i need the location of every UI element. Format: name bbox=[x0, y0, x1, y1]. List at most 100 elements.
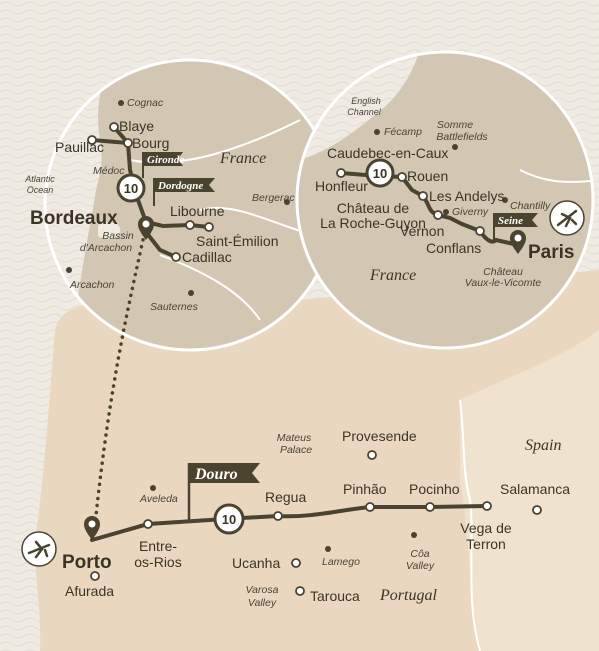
stop-marker-afurada[interactable] bbox=[90, 571, 100, 581]
poi-label-sauternes: Sauternes bbox=[150, 301, 199, 313]
poi-dot-lamego bbox=[325, 546, 331, 552]
stop-marker-libourne[interactable] bbox=[185, 220, 195, 230]
stop-label-regua: Regua bbox=[265, 489, 306, 505]
stop-marker-vega-de-terron[interactable] bbox=[482, 501, 492, 511]
stop-label-honfleur: Honfleur bbox=[315, 178, 368, 194]
pin-paris[interactable] bbox=[510, 230, 526, 254]
stop-marker-saint-emilion[interactable] bbox=[204, 222, 214, 232]
route-badge-seine: 10 bbox=[365, 158, 395, 188]
transfer-line bbox=[93, 224, 148, 527]
stop-label-cadillac: Cadillac bbox=[182, 249, 232, 265]
poi-label-arcachon: Arcachon bbox=[69, 279, 115, 291]
stop-label-les-andelys: Les Andelys bbox=[429, 188, 505, 204]
iberia-land bbox=[35, 270, 599, 651]
stop-label-vega-de: Vega de bbox=[460, 520, 512, 536]
poi-dot-giverny bbox=[443, 209, 449, 215]
stop-label-provesende: Provesende bbox=[342, 428, 417, 444]
stop-label-terron: Terron bbox=[466, 536, 506, 552]
stop-marker-pauillac[interactable] bbox=[87, 135, 97, 145]
poi-dot-sauternes bbox=[188, 290, 194, 296]
stop-label-entre: Entre- bbox=[139, 538, 177, 554]
poi-label-chantilly: Chantilly bbox=[510, 200, 551, 212]
stop-label-saint-emilion: Saint-Émilion bbox=[196, 233, 278, 249]
poi-dot-bergerac bbox=[284, 199, 290, 205]
poi-label-somme: Somme bbox=[437, 119, 473, 131]
poi-label-chateau: Château bbox=[483, 266, 523, 278]
poi-label-coa: Côa bbox=[410, 548, 429, 560]
stop-marker-ucanha[interactable] bbox=[291, 558, 301, 568]
stop-label-rouen: Rouen bbox=[407, 168, 448, 184]
stop-label-pauillac: Pauillac bbox=[55, 139, 104, 155]
river-label-gironde: Gironde bbox=[147, 154, 184, 166]
sea-label-channel: Channel bbox=[347, 107, 382, 117]
stop-label-libourne: Libourne bbox=[170, 203, 225, 219]
stop-label-afurada: Afurada bbox=[65, 583, 114, 599]
poi-label-mateus: Mateus bbox=[277, 432, 312, 444]
stop-label-salamanca: Salamanca bbox=[500, 481, 570, 497]
flag-gironde bbox=[142, 152, 183, 178]
river-label-douro: Douro bbox=[194, 466, 238, 483]
poi-label-battlefields: Battlefields bbox=[436, 131, 488, 143]
stop-marker-conflans[interactable] bbox=[475, 226, 485, 236]
country-label-portugal: Portugal bbox=[379, 587, 437, 604]
stop-label-vernon: Vernon bbox=[400, 223, 444, 239]
stop-marker-honfleur[interactable] bbox=[336, 168, 346, 178]
poi-label-cognac: Cognac bbox=[127, 97, 164, 109]
stop-marker-les-andelys[interactable] bbox=[418, 191, 428, 201]
river-label-seine: Seine bbox=[498, 215, 523, 227]
country-label-spain: Spain bbox=[525, 437, 561, 454]
stop-label-caudebec: Caudebec-en-Caux bbox=[327, 145, 448, 161]
gironde-route-2 bbox=[90, 138, 130, 145]
stop-marker-blaye[interactable] bbox=[109, 122, 119, 132]
stop-label-tarouca: Tarouca bbox=[310, 588, 360, 604]
poi-label-palace: Palace bbox=[280, 444, 312, 456]
stop-marker-pinhao[interactable] bbox=[365, 502, 375, 512]
country-label-france-2: France bbox=[369, 267, 416, 284]
hub-label-paris: Paris bbox=[528, 242, 574, 263]
poi-dot-aveleda bbox=[150, 485, 156, 491]
route-badge-bordeaux: 10 bbox=[116, 173, 146, 203]
stop-marker-vernon[interactable] bbox=[433, 210, 443, 220]
flag-douro bbox=[187, 463, 260, 522]
stop-markers bbox=[87, 122, 542, 596]
hub-label-porto: Porto bbox=[62, 552, 112, 573]
poi-label-lamego: Lamego bbox=[322, 556, 360, 568]
pin-porto[interactable] bbox=[84, 516, 100, 540]
poi-label-coa-valley: Valley bbox=[406, 560, 435, 572]
stop-label-chateau-de: Château de bbox=[337, 200, 410, 216]
poi-label-aveleda: Aveleda bbox=[139, 493, 178, 505]
poi-label-medoc: Médoc bbox=[93, 165, 125, 177]
pin-bordeaux[interactable] bbox=[138, 216, 154, 240]
poi-dot-cognac bbox=[118, 100, 124, 106]
stop-label-ucanha: Ucanha bbox=[232, 555, 280, 571]
poi-dot-somme bbox=[452, 144, 458, 150]
airport-icon-porto[interactable] bbox=[21, 531, 57, 567]
route-number-bordeaux: 10 bbox=[124, 181, 138, 196]
poi-label-giverny: Giverny bbox=[452, 206, 489, 218]
stop-label-roche-guyon: La Roche-Guyon bbox=[320, 215, 426, 231]
hub-label-bordeaux: Bordeaux bbox=[30, 208, 118, 229]
stop-marker-bourg[interactable] bbox=[123, 138, 133, 148]
stop-marker-regua[interactable] bbox=[273, 511, 283, 521]
poi-label-varosa: Varosa bbox=[246, 584, 279, 596]
stop-marker-cadillac[interactable] bbox=[171, 252, 181, 262]
stop-label-bourg: Bourg bbox=[132, 135, 169, 151]
poi-dot-coa-valley bbox=[411, 532, 417, 538]
stop-marker-pocinho[interactable] bbox=[425, 502, 435, 512]
stop-marker-tarouca[interactable] bbox=[295, 586, 305, 596]
stop-marker-entre-os-rios[interactable] bbox=[143, 519, 153, 529]
poi-label-vaux: Vaux-le-Vicomte bbox=[465, 277, 542, 289]
stop-marker-rouen[interactable] bbox=[397, 172, 407, 182]
flag-seine bbox=[493, 213, 538, 240]
stop-marker-provesende[interactable] bbox=[367, 450, 377, 460]
airport-icon-paris[interactable] bbox=[549, 200, 585, 236]
poi-label-bassin-1: Bassin bbox=[102, 230, 134, 242]
sea-label-ocean: Ocean bbox=[27, 185, 54, 195]
stop-label-os-rios: os-Rios bbox=[134, 554, 181, 570]
river-label-dordogne: Dordogne bbox=[157, 180, 203, 192]
stop-label-pocinho: Pocinho bbox=[409, 481, 460, 497]
poi-label-fecamp: Fécamp bbox=[384, 126, 422, 138]
stop-marker-salamanca[interactable] bbox=[532, 505, 542, 515]
garonne-route bbox=[144, 230, 178, 259]
